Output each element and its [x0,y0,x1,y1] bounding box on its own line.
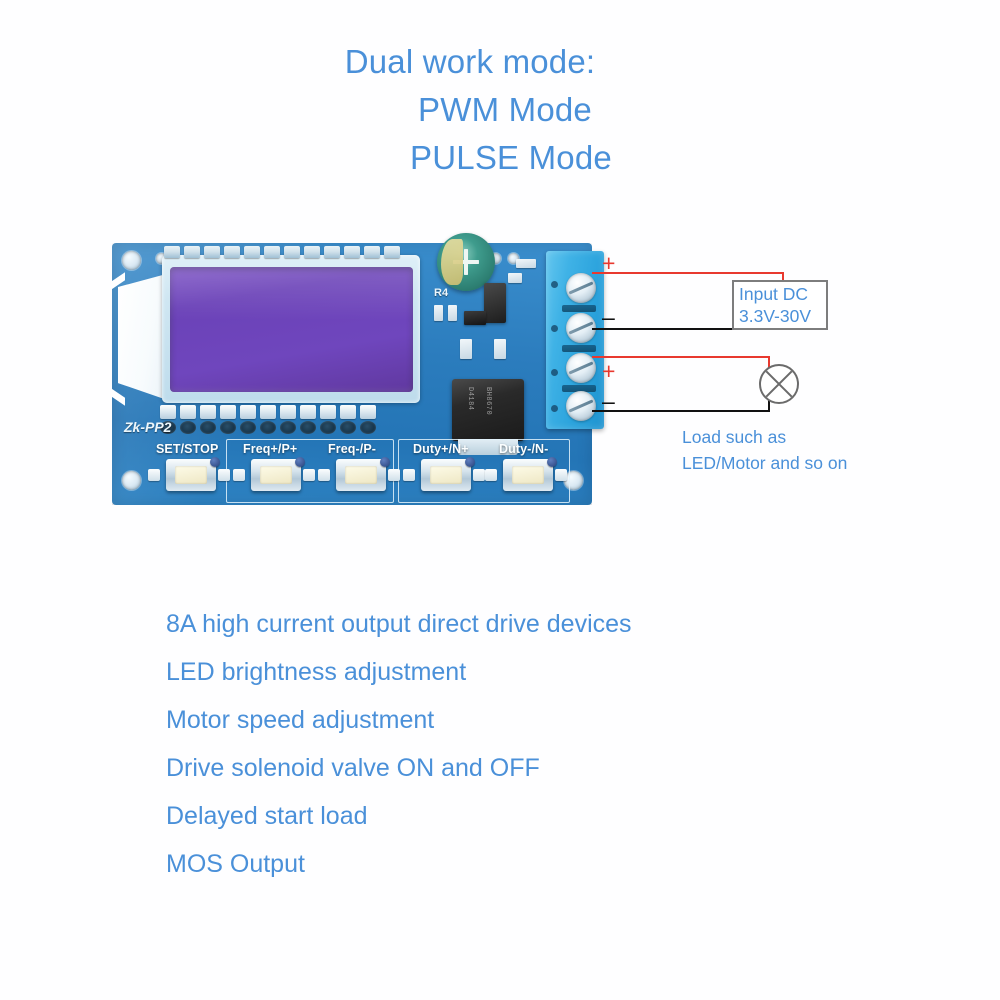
feature-item: LED brightness adjustment [166,658,467,686]
input-voltage-line2: 3.3V-30V [739,306,811,326]
mosfet-d4184: D4184 BH8670 [452,379,524,441]
heading-line-pwm-mode: PWM Mode [418,91,592,128]
terminal-screw-4-vout-minus[interactable] [566,391,596,421]
button-set-stop[interactable] [166,459,216,491]
via-hole-top-right [490,253,501,264]
wiring-diagram: + – + – [592,250,892,440]
button-freq-minus[interactable] [336,459,386,491]
feature-item: Drive solenoid valve ON and OFF [166,754,540,782]
wire-output-positive-drop [768,356,770,372]
silkscreen-r4: R4 [434,287,449,299]
smd-resistor-1 [516,259,536,268]
lcd-sheen [170,267,413,320]
polarity-output-minus: – [602,388,615,414]
smd-resistor-3 [448,305,457,321]
smd-resistor-2 [434,305,443,321]
polarity-input-plus: + [602,250,616,276]
wire-input-positive [592,272,784,274]
smd-cap-1 [508,273,522,283]
button-label-freq-plus: Freq+/P+ [243,442,298,456]
button-duty-minus[interactable] [503,459,553,491]
lamp-load-icon [759,364,799,404]
heading-line-dual-work-mode: Dual work mode: [344,43,596,80]
button-duty-plus[interactable] [421,459,471,491]
diode-component [484,283,506,323]
heading-block: Dual work mode: PWM Mode PULSE Mode [0,38,1000,182]
led-indicator-2 [295,457,305,467]
smd-pad-right [494,339,506,359]
smd-pad-left [460,339,472,359]
button-label-duty-plus: Duty+/N+ [413,442,469,456]
feature-item: MOS Output [166,850,305,878]
feature-item: 8A high current output direct drive devi… [166,610,632,638]
wire-output-positive [592,356,770,358]
button-label-freq-minus: Freq-/P- [328,442,377,456]
lcd-display [162,255,420,403]
mosfet-solder-tab [458,439,518,455]
smd-ic-chip [464,311,486,325]
feature-item: Motor speed adjustment [166,706,435,734]
button-label-duty-minus: Duty-/N- [499,442,549,456]
wire-output-negative-rise [768,394,770,412]
capacitor-stripe [441,239,463,285]
wire-output-negative [592,410,770,412]
button-freq-plus[interactable] [251,459,301,491]
wire-input-negative [592,328,784,330]
load-caption-line1: Load such as [682,427,787,447]
input-voltage-label-box: Input DC 3.3V-30V [732,280,828,330]
via-hole-top-right-2 [508,253,519,264]
led-indicator-1 [210,457,220,467]
solder-via-row [160,421,376,434]
wire-input-positive-drop [782,272,784,284]
terminal-screw-3-vout-plus[interactable] [566,353,596,383]
lcd-pin-row-bottom [160,405,376,419]
lcd-reflector-tab [118,273,170,401]
feature-item: Delayed start load [166,802,368,830]
mounting-hole-bottom-left [122,471,141,490]
terminal-screw-1-vin-plus[interactable] [566,273,596,303]
mounting-hole-bottom-right [564,471,583,490]
pwm-controller-board: D4184 BH8670 R4 Zk-PP2 SET/STOP Freq+/P+… [111,233,604,505]
button-label-set-stop: SET/STOP [156,442,219,456]
led-indicator-4 [465,457,475,467]
lcd-glass-panel [170,267,413,392]
feature-list: 8A high current output direct drive devi… [166,600,866,888]
polarity-input-minus: – [602,304,615,330]
terminal-screw-2-vin-minus[interactable] [566,313,596,343]
heading-line-pulse-mode: PULSE Mode [410,139,612,176]
load-caption: Load such as LED/Motor and so on [682,424,982,476]
mosfet-marking-line2: BH8670 [484,387,492,416]
load-caption-line2: LED/Motor and so on [682,453,848,473]
silkscreen-model-zk-pp2: Zk-PP2 [124,419,172,435]
lcd-pin-row-top [164,246,400,258]
screw-terminal-block[interactable] [546,251,604,429]
polarity-output-plus: + [602,358,616,384]
led-indicator-5 [547,457,557,467]
mosfet-marking-line1: D4184 [466,387,474,411]
led-indicator-3 [380,457,390,467]
input-voltage-line1: Input DC [739,284,809,304]
via-hole-top [156,253,167,264]
mounting-hole-top-left [122,251,141,270]
electrolytic-capacitor [437,233,495,291]
